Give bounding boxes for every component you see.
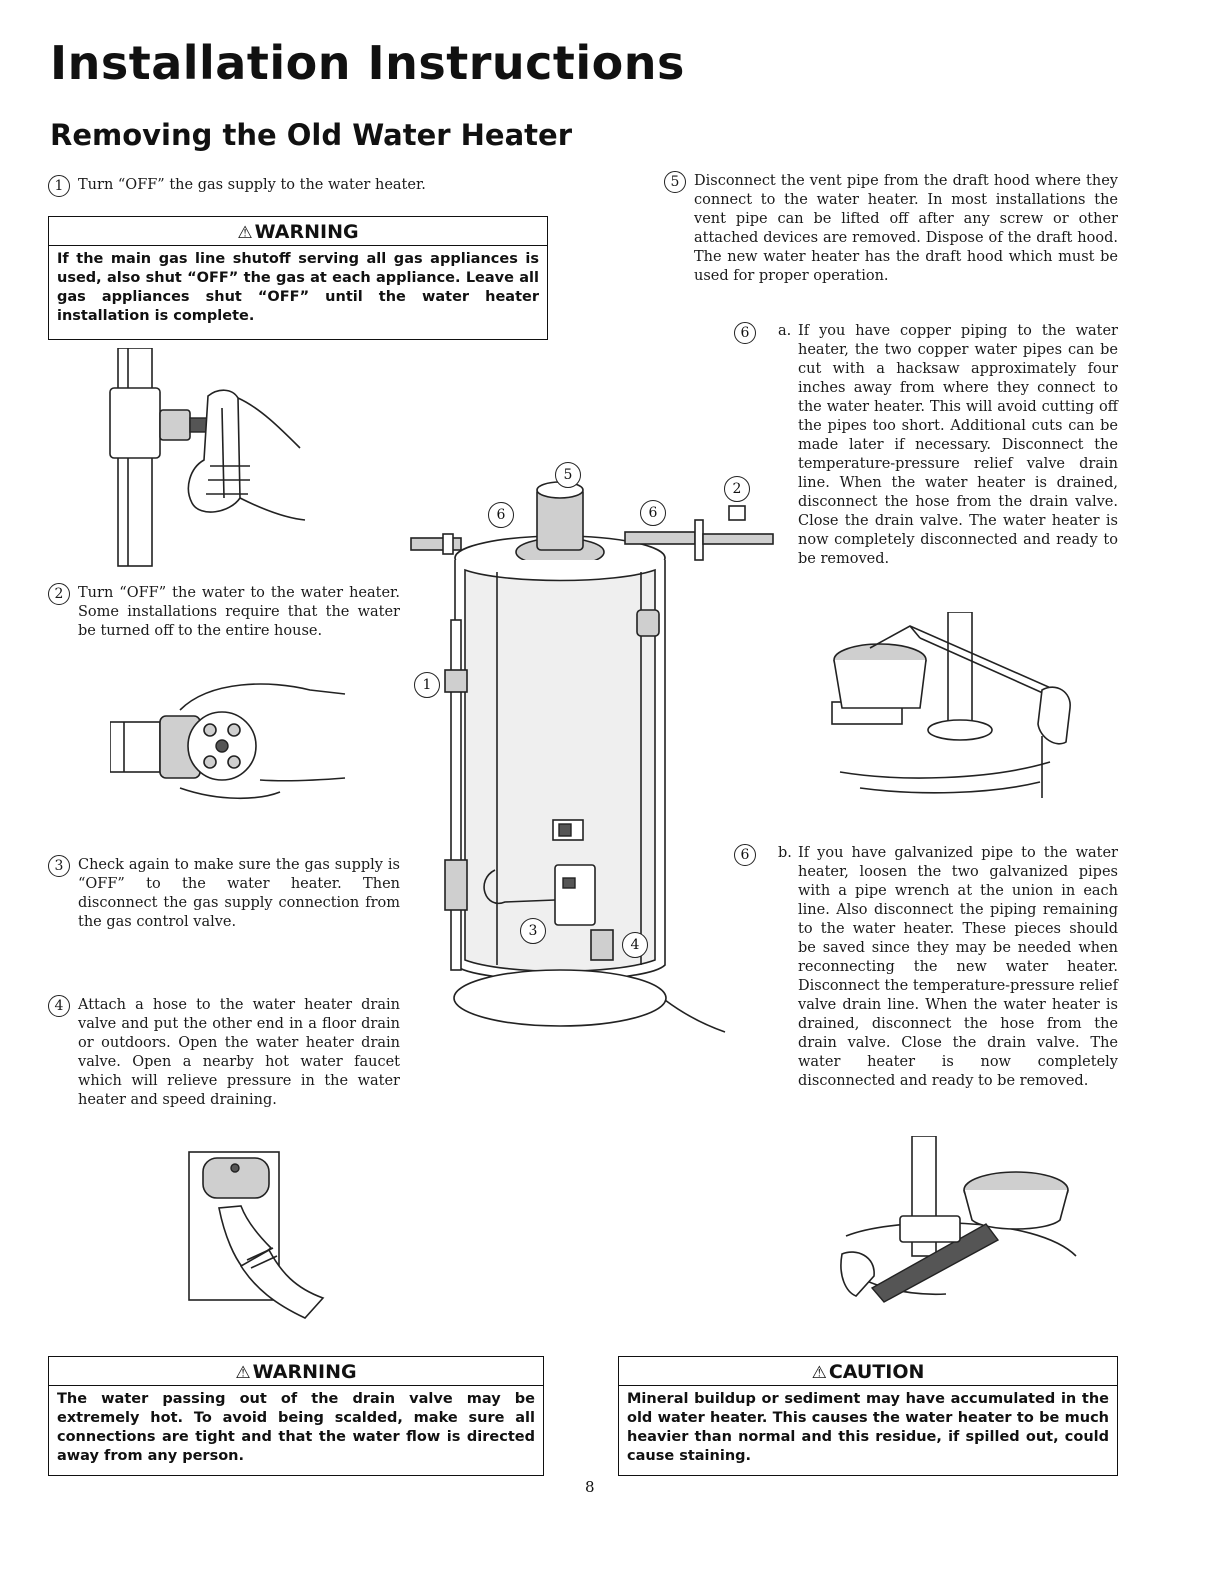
step-number: 5 [664, 171, 686, 193]
gas-valve-hand-illustration [109, 348, 306, 567]
water-heater-illustration [410, 481, 774, 1033]
page-title: Installation Instructions [50, 36, 685, 90]
callout-1: 1 [414, 672, 440, 698]
callout-6-left: 6 [488, 502, 514, 528]
step-number: 1 [48, 175, 70, 197]
page-number: 8 [585, 1478, 595, 1496]
callout-3: 3 [520, 918, 546, 944]
warning-title: WARNING [252, 1361, 357, 1383]
step-6a-number: 6 [734, 322, 756, 344]
step-letter: b. [778, 845, 792, 861]
callout-2: 2 [724, 476, 750, 502]
step-number: 4 [48, 995, 70, 1017]
section-title: Removing the Old Water Heater [50, 118, 572, 152]
warning-box-hot-water: ⚠WARNING The water passing out of the dr… [48, 1356, 544, 1476]
step-6b-number: 6 [734, 844, 756, 866]
caution-text: Mineral buildup or sediment may have acc… [627, 1391, 1109, 1464]
step-6a: a. If you have copper piping to the wate… [778, 322, 1118, 569]
step-5: 5 Disconnect the vent pipe from the draf… [664, 171, 1118, 286]
step-number: 2 [48, 583, 70, 605]
step-number: 3 [48, 855, 70, 877]
step-6b: b. If you have galvanized pipe to the wa… [778, 844, 1118, 1091]
drain-valve-hose-illustration [188, 1151, 325, 1319]
step-2: 2 Turn “OFF” the water to the water heat… [48, 583, 400, 641]
step-letter: a. [778, 323, 792, 339]
warning-header: ⚠WARNING [49, 1357, 543, 1386]
step-text: Turn “OFF” the water to the water heater… [78, 585, 400, 639]
step-text: Attach a hose to the water heater drain … [78, 997, 400, 1108]
step-1: 1 Turn “OFF” the gas supply to the water… [48, 175, 568, 197]
step-text: If you have galvanized pipe to the water… [798, 845, 1118, 1089]
step-3: 3 Check again to make sure the gas suppl… [48, 855, 400, 932]
caution-box-sediment: ⚠CAUTION Mineral buildup or sediment may… [618, 1356, 1118, 1476]
warning-triangle-icon: ⚠ [235, 1363, 251, 1383]
warning-header: ⚠WARNING [49, 217, 547, 246]
step-text: Check again to make sure the gas supply … [78, 857, 400, 930]
water-valve-hand-illustration [110, 683, 346, 800]
warning-box-gas: ⚠WARNING If the main gas line shutoff se… [48, 216, 548, 340]
caution-triangle-icon: ⚠ [811, 1363, 827, 1383]
callout-4: 4 [622, 932, 648, 958]
step-text: Turn “OFF” the gas supply to the water h… [78, 177, 426, 193]
caution-title: CAUTION [828, 1361, 925, 1383]
step-text: If you have copper piping to the water h… [798, 323, 1118, 567]
step-text: Disconnect the vent pipe from the draft … [694, 173, 1118, 284]
caution-header: ⚠CAUTION [619, 1357, 1117, 1386]
warning-text: The water passing out of the drain valve… [57, 1391, 535, 1464]
warning-triangle-icon: ⚠ [237, 223, 253, 243]
callout-6-right: 6 [640, 500, 666, 526]
warning-title: WARNING [254, 221, 359, 243]
pipe-wrench-illustration [840, 1136, 1077, 1303]
step-4: 4 Attach a hose to the water heater drai… [48, 995, 400, 1110]
warning-text: If the main gas line shutoff serving all… [57, 251, 539, 324]
hacksaw-cutting-illustration [831, 612, 1071, 798]
callout-5: 5 [555, 462, 581, 488]
